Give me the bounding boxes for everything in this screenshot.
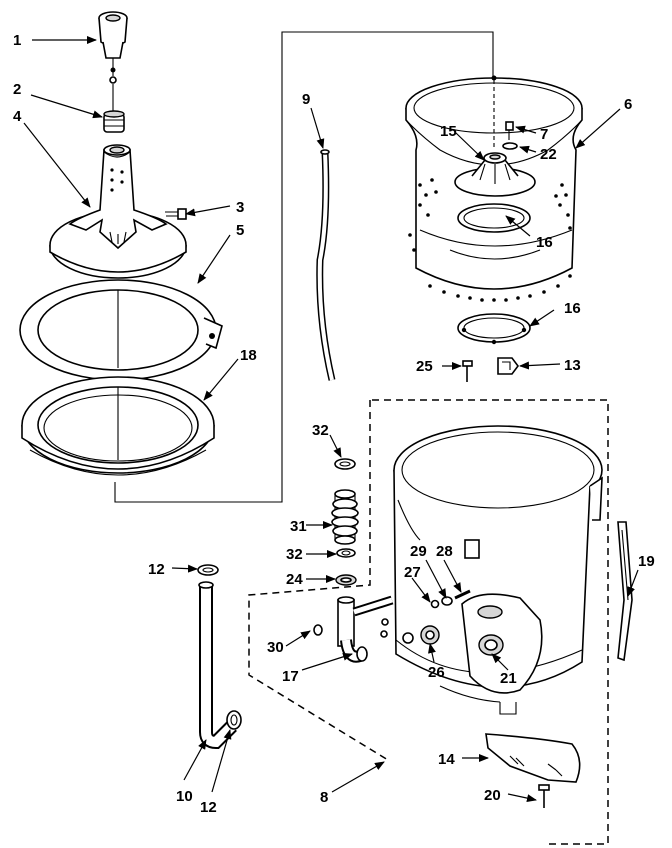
label-18: 18: [240, 347, 257, 364]
label-9: 9: [302, 91, 310, 108]
label-24: 24: [286, 571, 303, 588]
label-8: 8: [320, 789, 328, 806]
label-12b: 12: [200, 799, 217, 816]
label-16b: 16: [564, 300, 581, 317]
label-16a: 16: [536, 234, 553, 251]
tub-washer: [441, 596, 453, 606]
clamp-upper: [334, 458, 356, 470]
pump-fitting: [337, 595, 394, 663]
label-32a: 32: [312, 422, 329, 439]
tub-nut: [430, 599, 440, 609]
label-22: 22: [540, 146, 557, 163]
hose-clamp-top: [197, 564, 219, 576]
bottom-shield: [485, 733, 581, 783]
label-32b: 32: [286, 546, 303, 563]
label-28: 28: [436, 543, 453, 560]
tub-ring: [21, 376, 215, 476]
hub-gasket-upper: [457, 203, 531, 233]
bellows-seal: [331, 489, 359, 545]
label-14: 14: [438, 751, 455, 768]
label-31: 31: [290, 518, 307, 535]
spin-basket: [405, 75, 583, 302]
label-5: 5: [236, 222, 244, 239]
basket-group-bracket: [114, 31, 494, 503]
balance-ring: [19, 279, 223, 381]
outer-tub: [393, 425, 603, 715]
hub-gasket-lower: [457, 313, 531, 345]
label-7: 7: [540, 126, 548, 143]
label-25: 25: [416, 358, 433, 375]
clamp-lower: [336, 548, 356, 558]
agitator-cap: [98, 11, 128, 84]
label-20: 20: [484, 787, 501, 804]
agitator-cam: [103, 84, 125, 133]
basket-washer: [502, 142, 518, 150]
hose-clamp-bottom: [226, 710, 242, 730]
label-6: 6: [624, 96, 632, 113]
label-1: 1: [13, 32, 21, 49]
label-30: 30: [267, 639, 284, 656]
label-19: 19: [638, 553, 655, 570]
label-2: 2: [13, 81, 21, 98]
tub-group-outline: [248, 399, 609, 845]
part-number-labels: 1 2 4 3 5 18 9 15 7 22 6 16 16 25 13 32 …: [13, 32, 655, 816]
label-29: 29: [410, 543, 427, 560]
small-nut: [313, 624, 323, 636]
drain-hose: [198, 581, 237, 750]
drive-hub: [454, 152, 536, 197]
label-4: 4: [13, 108, 22, 125]
label-13: 13: [564, 357, 581, 374]
shield-screw: [538, 784, 550, 808]
basket-bolt: [505, 121, 514, 140]
label-27: 27: [404, 564, 421, 581]
hose: [316, 149, 336, 381]
tub-strip: [617, 521, 633, 662]
leader-arrows: [23, 36, 639, 803]
label-21: 21: [500, 670, 517, 687]
label-26: 26: [428, 664, 445, 681]
tub-bolt: [454, 589, 471, 600]
agitator-screw: [165, 208, 187, 220]
label-10: 10: [176, 788, 193, 805]
label-3: 3: [236, 199, 244, 216]
label-12a: 12: [148, 561, 165, 578]
agitator: [49, 144, 187, 279]
label-15: 15: [440, 123, 457, 140]
basket-clip: [497, 357, 519, 375]
basket-screw: [462, 360, 473, 382]
label-17: 17: [282, 668, 299, 685]
seal-ring: [335, 574, 357, 586]
